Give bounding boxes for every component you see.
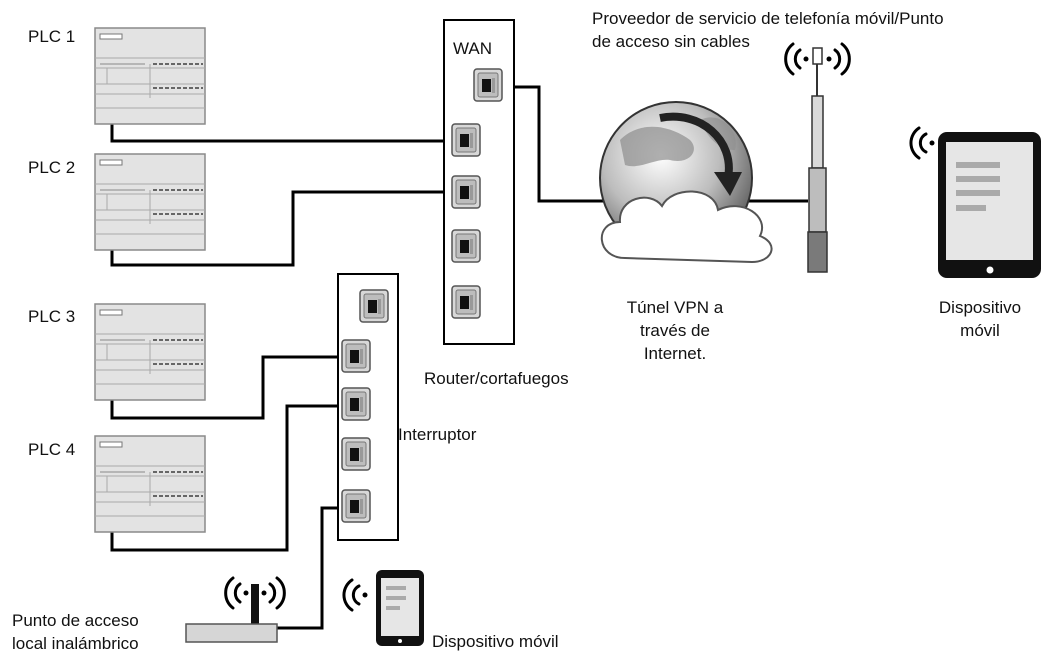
plc-4 [94, 435, 206, 533]
connection-lines [110, 85, 808, 630]
access-point-label-line-1: Punto de acceso [12, 611, 139, 630]
tablet-device [938, 132, 1041, 278]
access-point-label-line-2: local inalámbrico [12, 634, 139, 653]
router-port-2 [451, 175, 481, 209]
router-port-3 [451, 229, 481, 263]
line-plc4-switch [110, 404, 340, 552]
switch-label: Interruptor [398, 425, 477, 444]
switch-port-4 [341, 437, 371, 471]
switch-port-1 [359, 289, 389, 323]
router-wan-port [473, 68, 503, 102]
router-port-1 [451, 123, 481, 157]
wan-label: WAN [453, 39, 493, 58]
router-port-4 [451, 285, 481, 319]
provider-label-line-1: Proveedor de servicio de telefonía móvil… [592, 9, 944, 28]
switch-port-2 [341, 339, 371, 373]
vpn-label-line-2: través de [640, 321, 710, 340]
cell-tower [807, 47, 828, 273]
tablet-wifi-icon [909, 126, 935, 160]
router-firewall [443, 19, 515, 345]
phone-wifi-icon [342, 578, 368, 612]
plc-1 [94, 27, 206, 125]
phone-label: Dispositivo móvil [432, 632, 559, 651]
plc-3 [94, 303, 206, 401]
line-plc1-router [110, 124, 446, 143]
switch [337, 273, 399, 541]
tablet-label-line-2: móvil [960, 321, 1000, 340]
tower-wifi-icon [784, 42, 851, 76]
plc-3-label: PLC 3 [28, 307, 76, 326]
vpn-label-line-1: Túnel VPN a [626, 298, 724, 317]
vpn-internet-globe [599, 101, 773, 264]
switch-port-3 [341, 387, 371, 421]
phone-device [376, 570, 424, 646]
switch-port-5 [341, 489, 371, 523]
provider-label-line-2: de acceso sin cables [592, 32, 750, 51]
line-plc2-router [110, 190, 446, 267]
access-point-wifi-icon [224, 576, 286, 610]
wireless-access-point [185, 584, 278, 643]
line-wan-vpn [508, 85, 632, 203]
tablet-label-line-1: Dispositivo [938, 298, 1022, 317]
line-ap-switch [277, 506, 340, 630]
plc-2-label: PLC 2 [28, 158, 76, 177]
router-label: Router/cortafuegos [424, 369, 569, 388]
vpn-label-line-3: Internet. [643, 344, 707, 363]
plc-2 [94, 153, 206, 251]
plc-4-label: PLC 4 [28, 440, 76, 459]
line-plc3-switch [110, 355, 340, 420]
plc-1-label: PLC 1 [28, 27, 76, 46]
